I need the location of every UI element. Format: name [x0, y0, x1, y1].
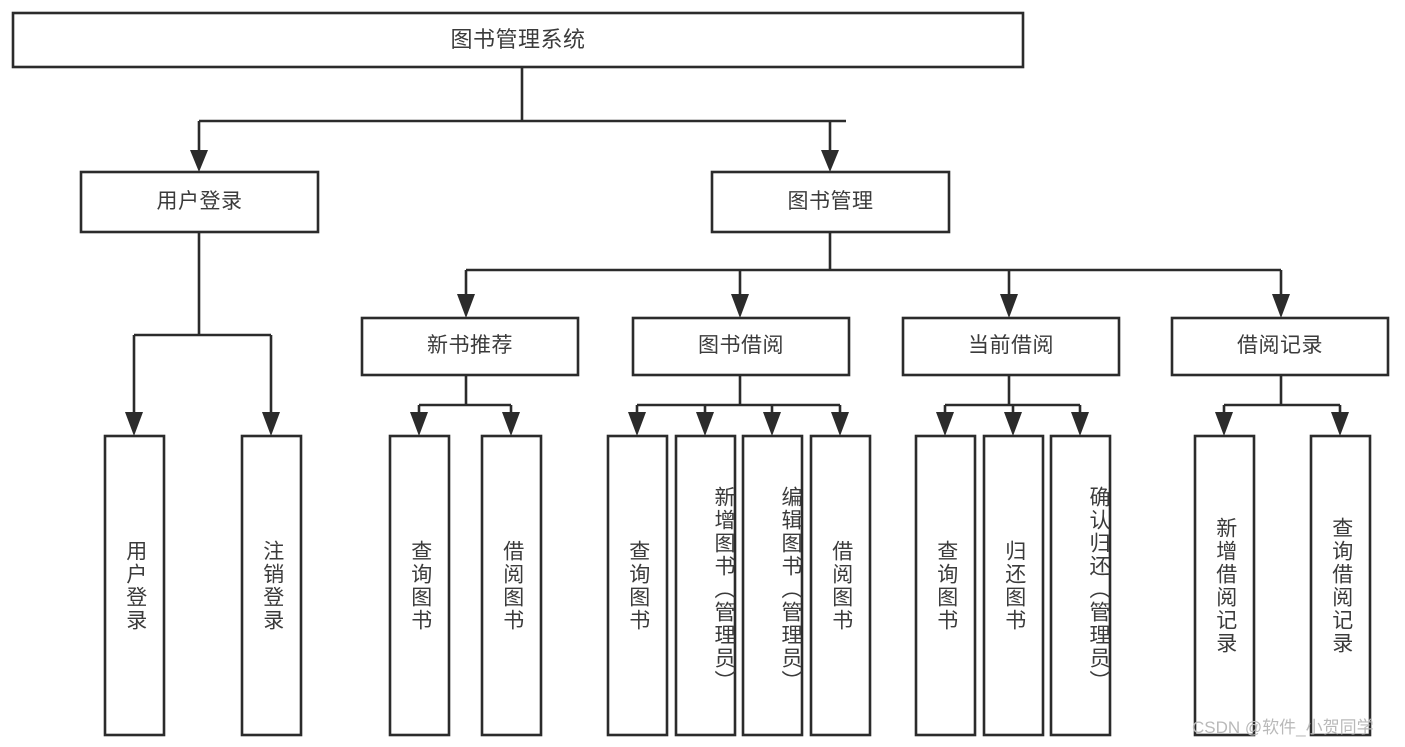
leaf-confirm-return-box[interactable]	[1049, 434, 1112, 737]
leaf-borrow-book-1-box[interactable]	[480, 434, 543, 737]
watermark-text: CSDN @软件_小贺同学	[1192, 718, 1374, 737]
edge-newbook-to-leaves	[410, 375, 520, 436]
node-user-login-box[interactable]	[79, 170, 320, 234]
edge-bookmanage-to-level3	[457, 232, 1290, 318]
leaf-logout-box[interactable]	[240, 434, 303, 737]
node-borrow-record-box[interactable]	[1170, 316, 1390, 377]
leaf-add-book-box[interactable]	[674, 434, 737, 737]
leaf-query-book-3-box[interactable]	[914, 434, 977, 737]
node-new-book-rec-box[interactable]	[360, 316, 580, 377]
leaf-add-record-box[interactable]	[1193, 434, 1256, 737]
edge-currentborrow-to-leaves	[936, 375, 1089, 436]
edge-bookborrow-to-leaves	[628, 375, 849, 436]
leaf-return-book-box[interactable]	[982, 434, 1045, 737]
leaf-borrow-book-2-box[interactable]	[809, 434, 872, 737]
leaf-edit-book-box[interactable]	[741, 434, 804, 737]
node-root-box[interactable]	[11, 11, 1025, 69]
node-book-borrow-box[interactable]	[631, 316, 851, 377]
edge-userlogin-to-leaves	[125, 232, 280, 436]
leaf-query-book-2-box[interactable]	[606, 434, 669, 737]
leaf-user-login-box[interactable]	[103, 434, 166, 737]
node-book-manage-box[interactable]	[710, 170, 951, 234]
leaf-query-record-box[interactable]	[1309, 434, 1372, 737]
leaf-query-book-1-box[interactable]	[388, 434, 451, 737]
edge-root-to-level2	[190, 67, 846, 172]
node-current-borrow-box[interactable]	[901, 316, 1121, 377]
edge-borrowrecord-to-leaves	[1215, 375, 1349, 436]
